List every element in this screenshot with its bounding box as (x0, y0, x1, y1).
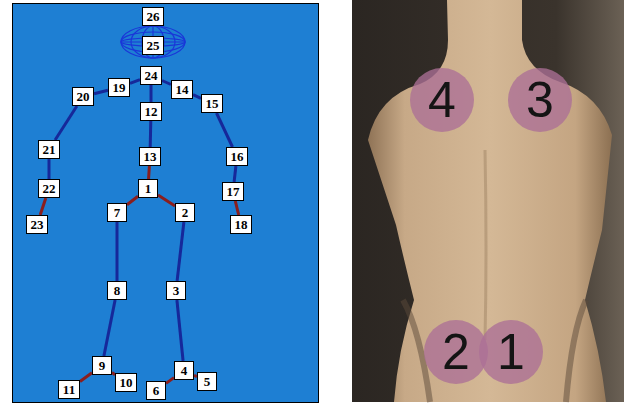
callout-number: 2 (442, 327, 470, 377)
joint-box: 20 (72, 87, 94, 106)
joint-box: 14 (171, 80, 193, 99)
bone-segment (235, 201, 238, 215)
callout-number: 3 (526, 75, 554, 125)
callout-number: 7 (114, 206, 121, 219)
bone-segment (94, 90, 108, 94)
joint-box: 18 (230, 215, 252, 234)
callout-number: 1 (145, 182, 152, 195)
joint-box: 3 (166, 281, 186, 300)
callout-number: 8 (114, 284, 121, 297)
joint-box: 5 (197, 372, 217, 391)
bone-segment (217, 113, 233, 147)
joint-box: 19 (108, 78, 130, 97)
joint-box: 9 (92, 356, 112, 375)
bone-segment (116, 222, 119, 281)
joint-box: 1 (138, 179, 158, 198)
callout-number: 10 (120, 376, 133, 389)
callout-number: 14 (176, 83, 189, 96)
callout-number: 6 (153, 384, 160, 397)
bone-segment (177, 300, 183, 361)
bone-segment (193, 95, 201, 99)
joint-box: 17 (222, 182, 244, 201)
panel-background (13, 4, 319, 403)
callout-number: 13 (144, 150, 157, 163)
callout-number: 15 (206, 97, 219, 110)
body-shadow (403, 300, 586, 402)
callout-number: 25 (147, 39, 160, 52)
callout-number: 5 (204, 375, 211, 388)
joint-box: 8 (107, 281, 127, 300)
joint-box: 13 (139, 147, 161, 166)
joint-box: 25 (142, 36, 164, 55)
callout-number: 9 (99, 359, 106, 372)
bone-segment (149, 121, 153, 147)
callout-number: 23 (31, 218, 44, 231)
bone-segment (130, 80, 140, 84)
bone-segment (104, 300, 115, 356)
bone-segment (162, 81, 171, 85)
callout-number: 16 (231, 150, 244, 163)
bone-segment (234, 166, 236, 182)
region-circle: 1 (479, 320, 543, 384)
joint-box: 11 (58, 380, 80, 399)
callout-number: 21 (43, 143, 56, 156)
bone-segment (158, 195, 175, 206)
callout-number: 26 (147, 10, 160, 23)
joint-box: 21 (38, 140, 60, 159)
joint-box: 12 (140, 102, 162, 121)
spine-shadow (485, 150, 486, 340)
photo-background (352, 0, 624, 402)
callout-number: 19 (113, 81, 126, 94)
callout-number: 11 (63, 383, 75, 396)
region-circle: 4 (410, 68, 474, 132)
joint-box: 7 (107, 203, 127, 222)
bone-segment (48, 159, 51, 179)
joint-box: 4 (174, 361, 194, 380)
joint-box: 15 (201, 94, 223, 113)
bone-segment (150, 85, 153, 102)
joint-box: 24 (140, 66, 162, 85)
bone-segment (177, 222, 184, 281)
human-back (368, 0, 612, 402)
joint-box: 2 (175, 203, 195, 222)
callout-number: 4 (181, 364, 188, 377)
callout-number: 22 (43, 182, 56, 195)
callout-number: 17 (227, 185, 240, 198)
bone-segment (80, 373, 92, 382)
joint-box: 6 (146, 381, 166, 400)
bone-segment (147, 166, 151, 179)
callout-number: 2 (182, 206, 189, 219)
callout-number: 1 (497, 327, 525, 377)
callout-number: 3 (173, 284, 180, 297)
callout-number: 20 (77, 90, 90, 103)
joint-box: 10 (115, 373, 137, 392)
joint-box: 23 (26, 215, 48, 234)
callout-number: 24 (145, 69, 158, 82)
bone-segment (127, 196, 138, 205)
joint-box: 16 (226, 147, 248, 166)
bone-segment (40, 198, 46, 215)
callout-number: 4 (428, 75, 456, 125)
head-mesh (121, 26, 185, 58)
bone-segment (166, 378, 174, 384)
callout-number: 12 (145, 105, 158, 118)
joint-box: 22 (38, 179, 60, 198)
joint-box: 26 (142, 7, 164, 26)
region-circle: 3 (508, 68, 572, 132)
bone-segment (55, 106, 77, 140)
callout-number: 18 (235, 218, 248, 231)
